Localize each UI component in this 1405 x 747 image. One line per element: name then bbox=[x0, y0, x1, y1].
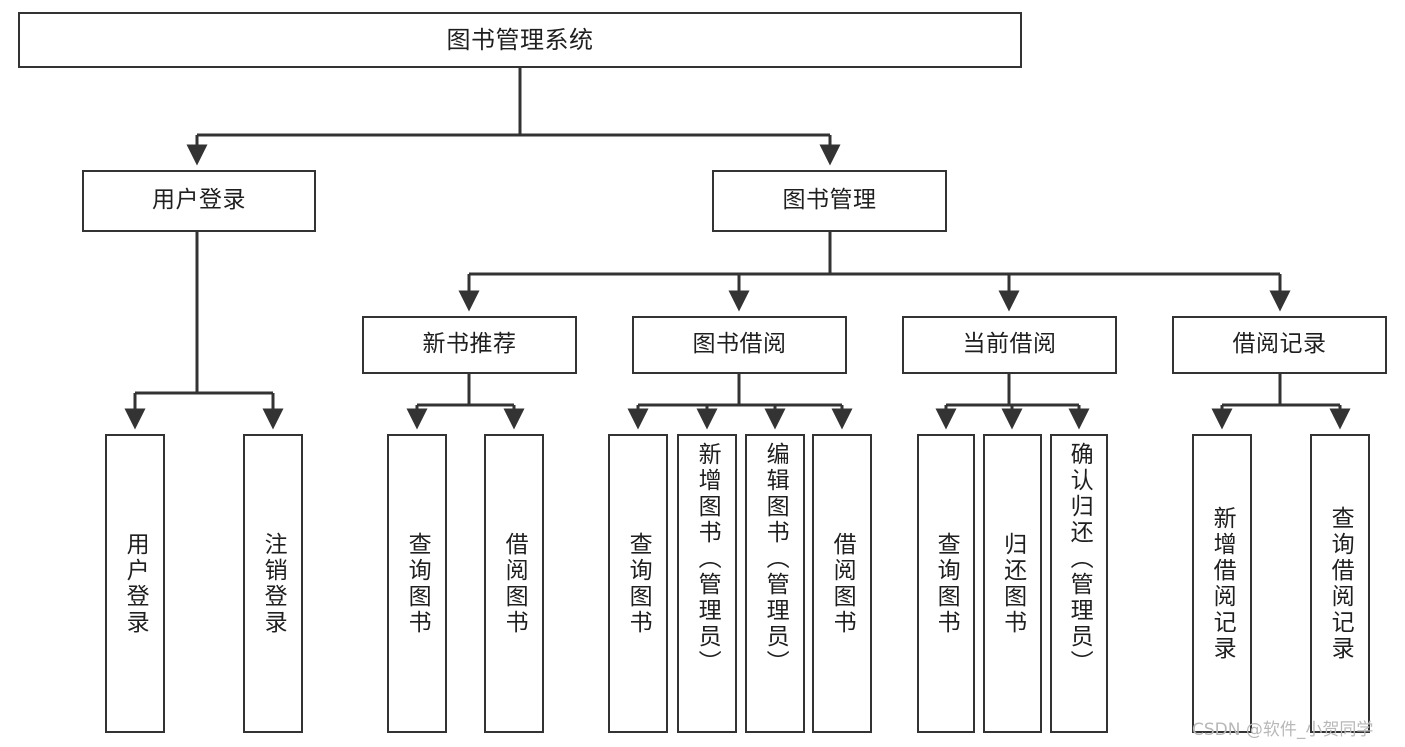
node-book-borrow-label: 图书借阅 bbox=[692, 331, 787, 358]
node-leaf-user-login-label: 用户登录 bbox=[122, 531, 149, 636]
node-root-book-management-system[interactable]: 图书管理系统 bbox=[18, 12, 1022, 68]
node-leaf-query-book-3[interactable]: 查询图书 bbox=[917, 434, 975, 733]
node-leaf-add-borrow-record-label: 新增借阅记录 bbox=[1209, 505, 1236, 662]
node-borrow-record[interactable]: 借阅记录 bbox=[1172, 316, 1387, 374]
node-leaf-query-book-3-label: 查询图书 bbox=[933, 531, 960, 636]
node-leaf-add-book-admin[interactable]: 新增图书（管理员） bbox=[677, 434, 737, 733]
csdn-watermark: CSDN @软件_小贺同学 bbox=[1192, 720, 1374, 740]
node-leaf-query-book-1[interactable]: 查询图书 bbox=[387, 434, 447, 733]
node-new-book-recommend[interactable]: 新书推荐 bbox=[362, 316, 577, 374]
node-leaf-user-login[interactable]: 用户登录 bbox=[105, 434, 165, 733]
node-leaf-query-book-2-label: 查询图书 bbox=[625, 531, 652, 636]
node-root-label: 图书管理系统 bbox=[446, 25, 594, 54]
node-leaf-borrow-book-1-label: 借阅图书 bbox=[501, 531, 528, 636]
node-leaf-borrow-book-2-label: 借阅图书 bbox=[829, 531, 856, 636]
node-leaf-edit-book-admin[interactable]: 编辑图书（管理员） bbox=[745, 434, 805, 733]
node-leaf-borrow-book-2[interactable]: 借阅图书 bbox=[812, 434, 872, 733]
node-book-management-label: 图书管理 bbox=[782, 187, 877, 214]
node-new-book-recommend-label: 新书推荐 bbox=[422, 331, 517, 358]
node-leaf-edit-book-admin-label: 编辑图书（管理员） bbox=[762, 442, 789, 676]
node-leaf-confirm-return-admin[interactable]: 确认归还（管理员） bbox=[1050, 434, 1108, 733]
node-book-borrow[interactable]: 图书借阅 bbox=[632, 316, 847, 374]
node-current-borrow-label: 当前借阅 bbox=[962, 331, 1057, 358]
node-user-login[interactable]: 用户登录 bbox=[82, 170, 316, 232]
node-leaf-return-book-label: 归还图书 bbox=[999, 531, 1026, 636]
node-leaf-add-borrow-record[interactable]: 新增借阅记录 bbox=[1192, 434, 1252, 733]
node-leaf-query-book-1-label: 查询图书 bbox=[404, 531, 431, 636]
node-leaf-borrow-book-1[interactable]: 借阅图书 bbox=[484, 434, 544, 733]
node-leaf-query-borrow-record-label: 查询借阅记录 bbox=[1327, 505, 1354, 662]
node-leaf-logout-login-label: 注销登录 bbox=[260, 531, 287, 636]
node-leaf-query-borrow-record[interactable]: 查询借阅记录 bbox=[1310, 434, 1370, 733]
node-leaf-query-book-2[interactable]: 查询图书 bbox=[608, 434, 668, 733]
node-user-login-label: 用户登录 bbox=[152, 187, 246, 214]
node-leaf-add-book-admin-label: 新增图书（管理员） bbox=[694, 442, 721, 676]
node-leaf-return-book[interactable]: 归还图书 bbox=[983, 434, 1042, 733]
node-leaf-confirm-return-admin-label: 确认归还（管理员） bbox=[1066, 442, 1093, 676]
node-borrow-record-label: 借阅记录 bbox=[1232, 331, 1327, 358]
node-leaf-logout-login[interactable]: 注销登录 bbox=[243, 434, 303, 733]
node-current-borrow[interactable]: 当前借阅 bbox=[902, 316, 1117, 374]
node-book-management[interactable]: 图书管理 bbox=[712, 170, 947, 232]
